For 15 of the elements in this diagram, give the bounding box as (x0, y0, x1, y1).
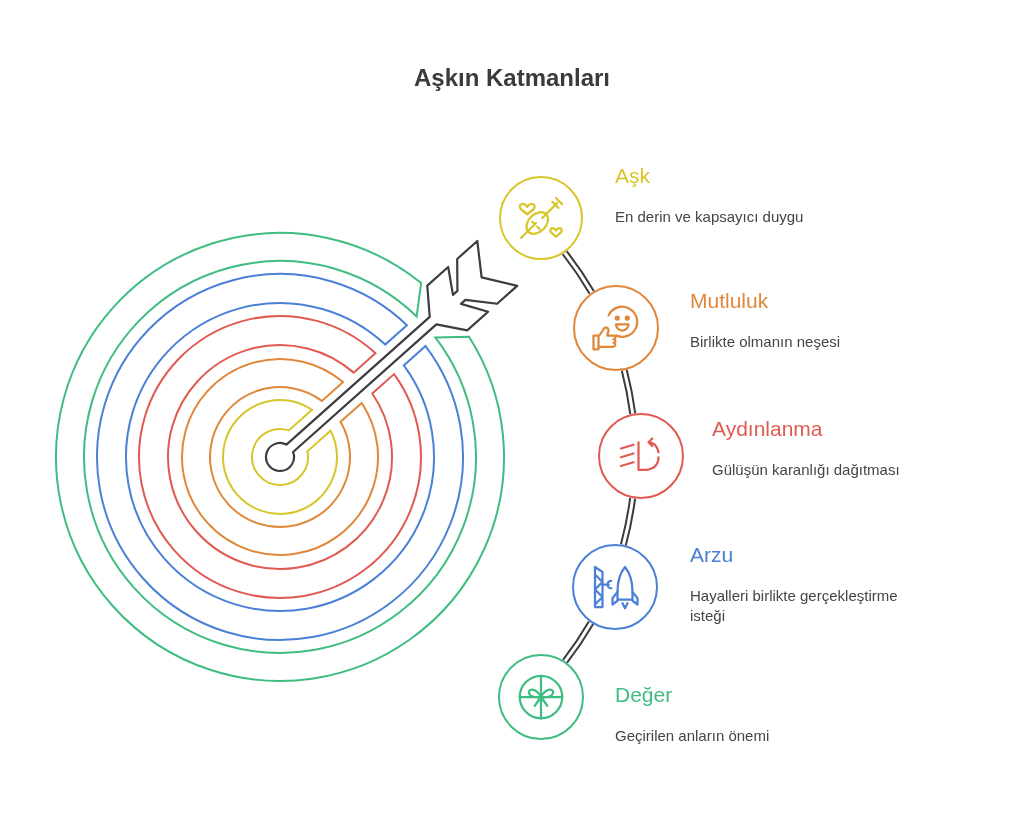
layer-heading: Arzu (690, 543, 734, 567)
diagram-title: Aşkın Katmanları (413, 64, 611, 91)
layer-description: Hayalleri birlikte gerçekleştirme isteği (690, 586, 899, 626)
connector-line (561, 250, 595, 295)
layer-heading: Mutluluk (690, 289, 769, 313)
layer-heading: Aydınlanma (712, 417, 823, 441)
layer-description: Birlikte olmanın neşesi (690, 332, 841, 352)
connector-line (562, 620, 594, 664)
layer-description: En derin ve kapsayıcı duygu (615, 207, 804, 227)
connector-line (620, 369, 637, 415)
layer-description: Gülüşün karanlığı dağıtması (712, 460, 900, 480)
layer-heading: Aşk (615, 164, 650, 188)
layer-description: Geçirilen anların önemi (615, 726, 770, 746)
connector-line (619, 497, 637, 546)
layer-heading: Değer (615, 683, 673, 707)
